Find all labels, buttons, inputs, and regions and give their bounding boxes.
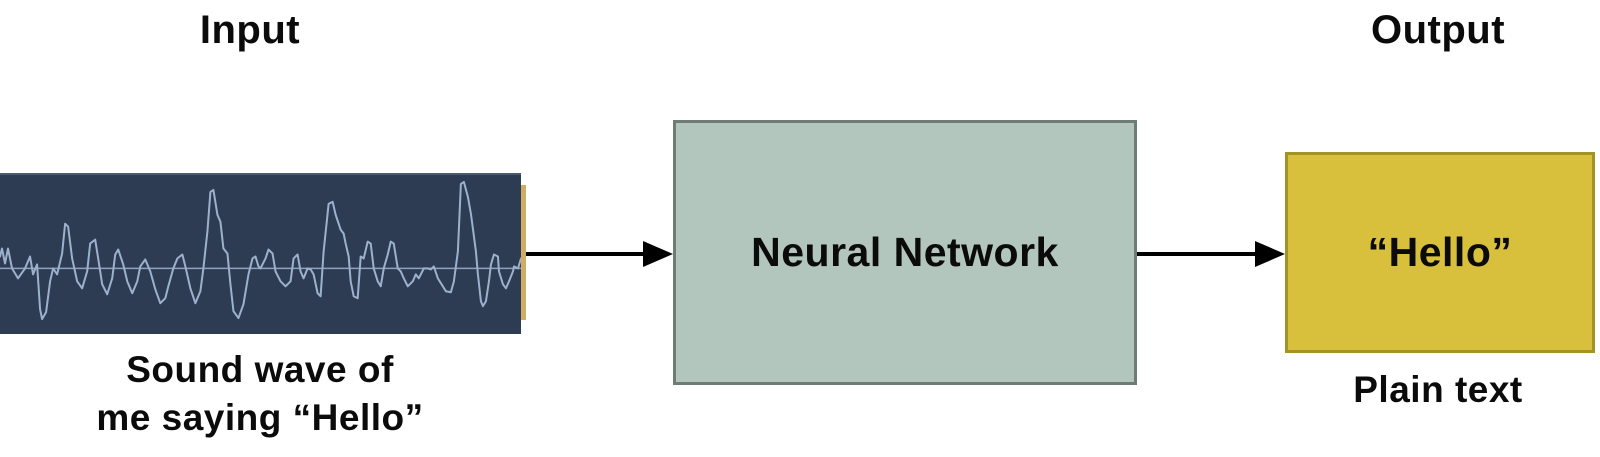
gold-accent-strip bbox=[518, 185, 526, 320]
input-caption: Sound wave of me saying “Hello” bbox=[0, 346, 520, 442]
output-text-box: “Hello” bbox=[1285, 152, 1595, 353]
arrow-input-to-network-line bbox=[521, 252, 644, 256]
arrow-network-to-output-head bbox=[1255, 241, 1285, 267]
waveform-line bbox=[0, 180, 521, 321]
output-label: Output bbox=[1370, 8, 1506, 52]
output-caption: Plain text bbox=[1353, 369, 1523, 410]
sound-waveform bbox=[0, 180, 521, 321]
input-caption-line2: me saying “Hello” bbox=[96, 397, 424, 438]
output-text-label: “Hello” bbox=[1367, 229, 1513, 275]
input-caption-line1: Sound wave of bbox=[126, 349, 394, 390]
neural-network-box: Neural Network bbox=[673, 120, 1137, 385]
input-label: Input bbox=[199, 8, 301, 52]
sound-wave-panel bbox=[0, 173, 521, 334]
arrow-input-to-network-head bbox=[643, 241, 673, 267]
neural-network-label: Neural Network bbox=[751, 229, 1059, 275]
arrow-network-to-output-line bbox=[1137, 252, 1256, 256]
